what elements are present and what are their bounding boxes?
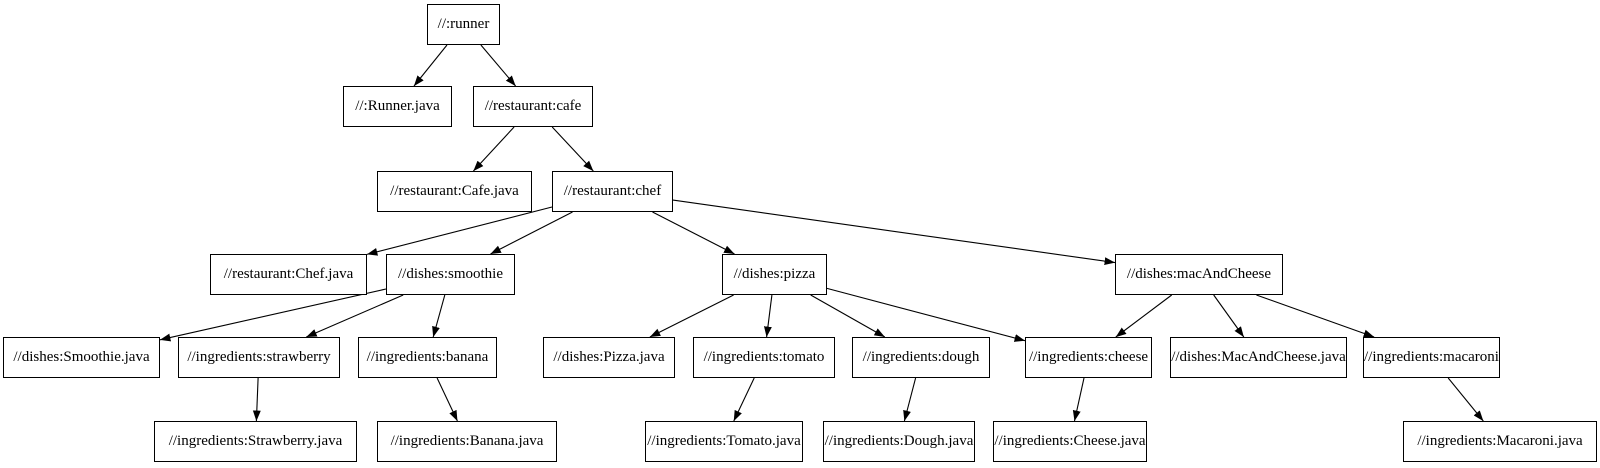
- graph-node-ingredients-dough-java: //ingredients:Dough.java: [823, 421, 975, 462]
- graph-node-ingredients-banana: //ingredients:banana: [358, 337, 497, 378]
- edge-dishes-pizza--ingredients-cheese: [826, 287, 1026, 342]
- graph-node-runner-java: //:Runner.java: [343, 86, 452, 127]
- graph-node-ingredients-strawberry-java: //ingredients:Strawberry.java: [154, 421, 357, 462]
- edge-runner--restaurant-cafe: [480, 44, 517, 87]
- edge-ingredients-strawberry--ingredients-strawberry-java: [252, 377, 261, 422]
- edge-ingredients-dough--ingredients-dough-java: [903, 377, 917, 422]
- graph-node-ingredients-dough: //ingredients:dough: [852, 337, 990, 378]
- edge-restaurant-chef--dishes-pizza: [652, 211, 735, 255]
- graph-node-dishes-pizza: //dishes:pizza: [722, 254, 827, 295]
- graph-node-ingredients-cheese: //ingredients:cheese: [1025, 337, 1152, 378]
- edge-dishes-macandcheese--ingredients-cheese: [1115, 294, 1173, 338]
- edge-ingredients-tomato--ingredients-tomato-java: [733, 377, 755, 422]
- edge-dishes-pizza--ingredients-dough: [810, 294, 886, 338]
- edge-restaurant-chef--dishes-smoothie: [490, 211, 573, 255]
- graph-node-ingredients-macaroni-java: //ingredients:Macaroni.java: [1403, 421, 1597, 462]
- graph-node-ingredients-tomato: //ingredients:tomato: [693, 337, 835, 378]
- graph-node-dishes-macandcheese: //dishes:macAndCheese: [1115, 254, 1283, 295]
- edge-dishes-pizza--ingredients-tomato: [763, 294, 773, 338]
- graph-node-ingredients-banana-java: //ingredients:Banana.java: [377, 421, 557, 462]
- graph-node-ingredients-cheese-java: //ingredients:Cheese.java: [993, 421, 1147, 462]
- edge-dishes-macandcheese--dishes-macandcheese-java: [1213, 294, 1245, 338]
- edges-group: [159, 44, 1484, 422]
- graph-node-restaurant-cafe-java: //restaurant:Cafe.java: [377, 171, 532, 212]
- graph-node-runner: //:runner: [427, 4, 500, 45]
- edge-dishes-macandcheese--ingredients-macaroni: [1256, 294, 1375, 338]
- edge-ingredients-banana--ingredients-banana-java: [436, 377, 458, 422]
- graph-node-dishes-smoothie-java: //dishes:Smoothie.java: [3, 337, 160, 378]
- edge-dishes-pizza--dishes-pizza-java: [649, 294, 734, 338]
- graph-node-dishes-pizza-java: //dishes:Pizza.java: [543, 337, 675, 378]
- edge-runner--runner-java: [413, 44, 448, 87]
- graph-node-dishes-smoothie: //dishes:smoothie: [386, 254, 515, 295]
- graph-node-dishes-macandcheese-java: //dishes:MacAndCheese.java: [1170, 337, 1347, 378]
- graph-node-ingredients-tomato-java: //ingredients:Tomato.java: [645, 421, 803, 462]
- edge-restaurant-cafe--restaurant-cafe-java: [472, 126, 515, 172]
- graph-node-restaurant-cafe: //restaurant:cafe: [473, 86, 593, 127]
- edge-restaurant-chef--dishes-macandcheese: [672, 199, 1116, 266]
- graph-node-restaurant-chef: //restaurant:chef: [552, 171, 673, 212]
- graph-node-restaurant-chef-java: //restaurant:Chef.java: [210, 254, 367, 295]
- edge-restaurant-chef--restaurant-chef-java: [366, 206, 553, 256]
- edge-dishes-smoothie--ingredients-banana: [432, 294, 446, 338]
- graph-node-ingredients-macaroni: //ingredients:macaroni: [1363, 337, 1500, 378]
- edge-dishes-smoothie--ingredients-strawberry: [306, 294, 404, 338]
- edge-ingredients-macaroni--ingredients-macaroni-java: [1447, 377, 1484, 422]
- edge-restaurant-cafe--restaurant-chef: [551, 126, 594, 172]
- graph-node-ingredients-strawberry: //ingredients:strawberry: [178, 337, 340, 378]
- edge-ingredients-cheese--ingredients-cheese-java: [1072, 377, 1085, 422]
- edge-dishes-smoothie--dishes-smoothie-java: [159, 288, 387, 342]
